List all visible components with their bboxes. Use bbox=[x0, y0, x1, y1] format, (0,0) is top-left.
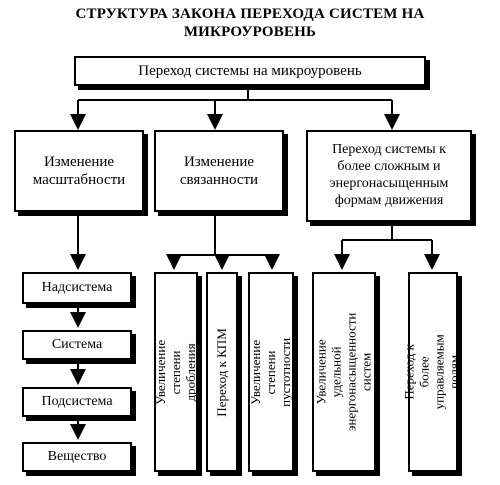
branch-scale-label: Изменение масштабности bbox=[32, 154, 126, 188]
root-box: Переход системы на микроуровень bbox=[74, 56, 426, 86]
connect-child-label: Переход к КПМ bbox=[213, 327, 229, 417]
complex-child-fields: Переход к более управляемым полям bbox=[402, 272, 462, 472]
hierarchy-label: Надсистема bbox=[41, 279, 113, 295]
connect-child-label: Увеличение степени дробления bbox=[152, 339, 198, 405]
connect-child-fragmentation: Увеличение степени дробления bbox=[152, 272, 198, 472]
branch-complex-label: Переход системы к более сложным и энерго… bbox=[329, 142, 449, 208]
hierarchy-label: Подсистема bbox=[41, 393, 113, 409]
root-label: Переход системы на микроуровень bbox=[138, 63, 362, 79]
branch-scale-box: Изменение масштабности bbox=[14, 130, 144, 212]
connect-child-label: Увеличение степени пустотности bbox=[247, 337, 293, 407]
branch-complex-box: Переход системы к более сложным и энерго… bbox=[306, 130, 472, 222]
diagram-title-line2: МИКРОУРОВЕНЬ bbox=[183, 24, 317, 40]
hierarchy-item-subsystem: Подсистема bbox=[22, 387, 132, 417]
branch-connect-label: Изменение связанности bbox=[179, 154, 259, 188]
hierarchy-label: Система bbox=[51, 336, 103, 352]
complex-child-energy: Увеличение удельной энергонасыщенности с… bbox=[312, 272, 376, 472]
branch-connect-box: Изменение связанности bbox=[154, 130, 284, 212]
hierarchy-item-substance: Вещество bbox=[22, 442, 132, 472]
connect-child-kpm: Переход к КПМ bbox=[206, 272, 238, 472]
complex-child-label: Переход к более управляемым полям bbox=[402, 334, 462, 410]
hierarchy-item-supersystem: Надсистема bbox=[22, 272, 132, 304]
connect-child-emptiness: Увеличение степени пустотности bbox=[248, 272, 294, 472]
diagram-title-line1: СТРУКТУРА ЗАКОНА ПЕРЕХОДА СИСТЕМ НА bbox=[75, 6, 425, 22]
complex-child-label: Увеличение удельной энергонасыщенности с… bbox=[313, 312, 373, 432]
hierarchy-label: Вещество bbox=[47, 448, 107, 464]
hierarchy-item-system: Система bbox=[22, 330, 132, 360]
